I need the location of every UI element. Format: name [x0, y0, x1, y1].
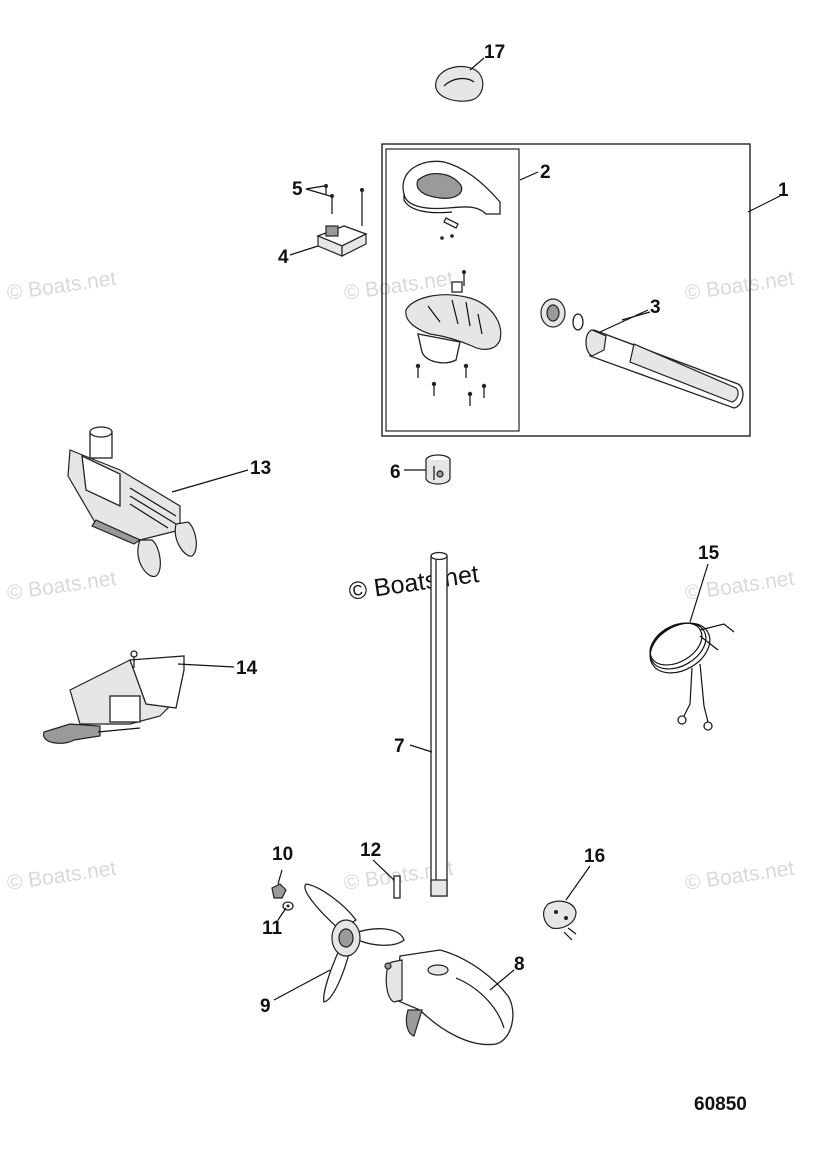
callout-6: 6 — [390, 462, 401, 483]
callout-17: 17 — [484, 42, 505, 63]
watermark: © Boats.net — [5, 267, 117, 305]
part-9-propeller — [304, 883, 405, 1003]
callout-11: 11 — [262, 918, 283, 939]
assembly-1-box — [381, 143, 751, 437]
part-10-nut — [271, 883, 287, 899]
drawing-number: 60850 — [694, 1094, 747, 1115]
watermark: © Boats.net — [683, 567, 795, 605]
part-13-bracket — [67, 426, 197, 578]
callout-labels: 1 2 3 4 5 6 7 8 9 10 11 12 13 14 15 16 1… — [236, 42, 789, 1017]
callout-10: 10 — [272, 844, 293, 865]
part-12-pin — [393, 875, 401, 899]
callout-12: 12 — [360, 840, 381, 861]
callout-9: 9 — [260, 996, 271, 1017]
part-16-plate — [543, 900, 577, 941]
part-14-bracket — [43, 650, 185, 744]
part-6-collar — [425, 454, 451, 485]
leader-lines — [171, 171, 781, 1001]
watermark: © Boats.net — [5, 857, 117, 895]
part-4-control-board — [316, 184, 368, 257]
callout-5: 5 — [292, 179, 303, 200]
callout-15: 15 — [698, 543, 720, 564]
watermark: © Boats.net — [683, 267, 795, 305]
part-7-shaft — [430, 551, 448, 897]
callout-7: 7 — [394, 736, 405, 757]
callout-16: 16 — [584, 846, 605, 867]
callout-1: 1 — [778, 180, 789, 201]
part-8-motor — [384, 949, 514, 1046]
part-11-washer — [282, 901, 294, 911]
watermark-center: © Boats.net — [347, 560, 481, 606]
callout-14: 14 — [236, 658, 258, 679]
callout-4: 4 — [278, 247, 289, 268]
watermark: © Boats.net — [5, 567, 117, 605]
callout-3: 3 — [650, 297, 661, 318]
part-15-cable — [649, 622, 735, 731]
part-17-cap — [435, 57, 485, 102]
callout-2: 2 — [540, 162, 551, 183]
part-2-head-cover — [402, 160, 502, 406]
watermark: © Boats.net — [683, 857, 795, 895]
part-3-tiller-handle — [540, 298, 744, 409]
callout-8: 8 — [514, 954, 525, 975]
callout-13: 13 — [250, 458, 271, 479]
